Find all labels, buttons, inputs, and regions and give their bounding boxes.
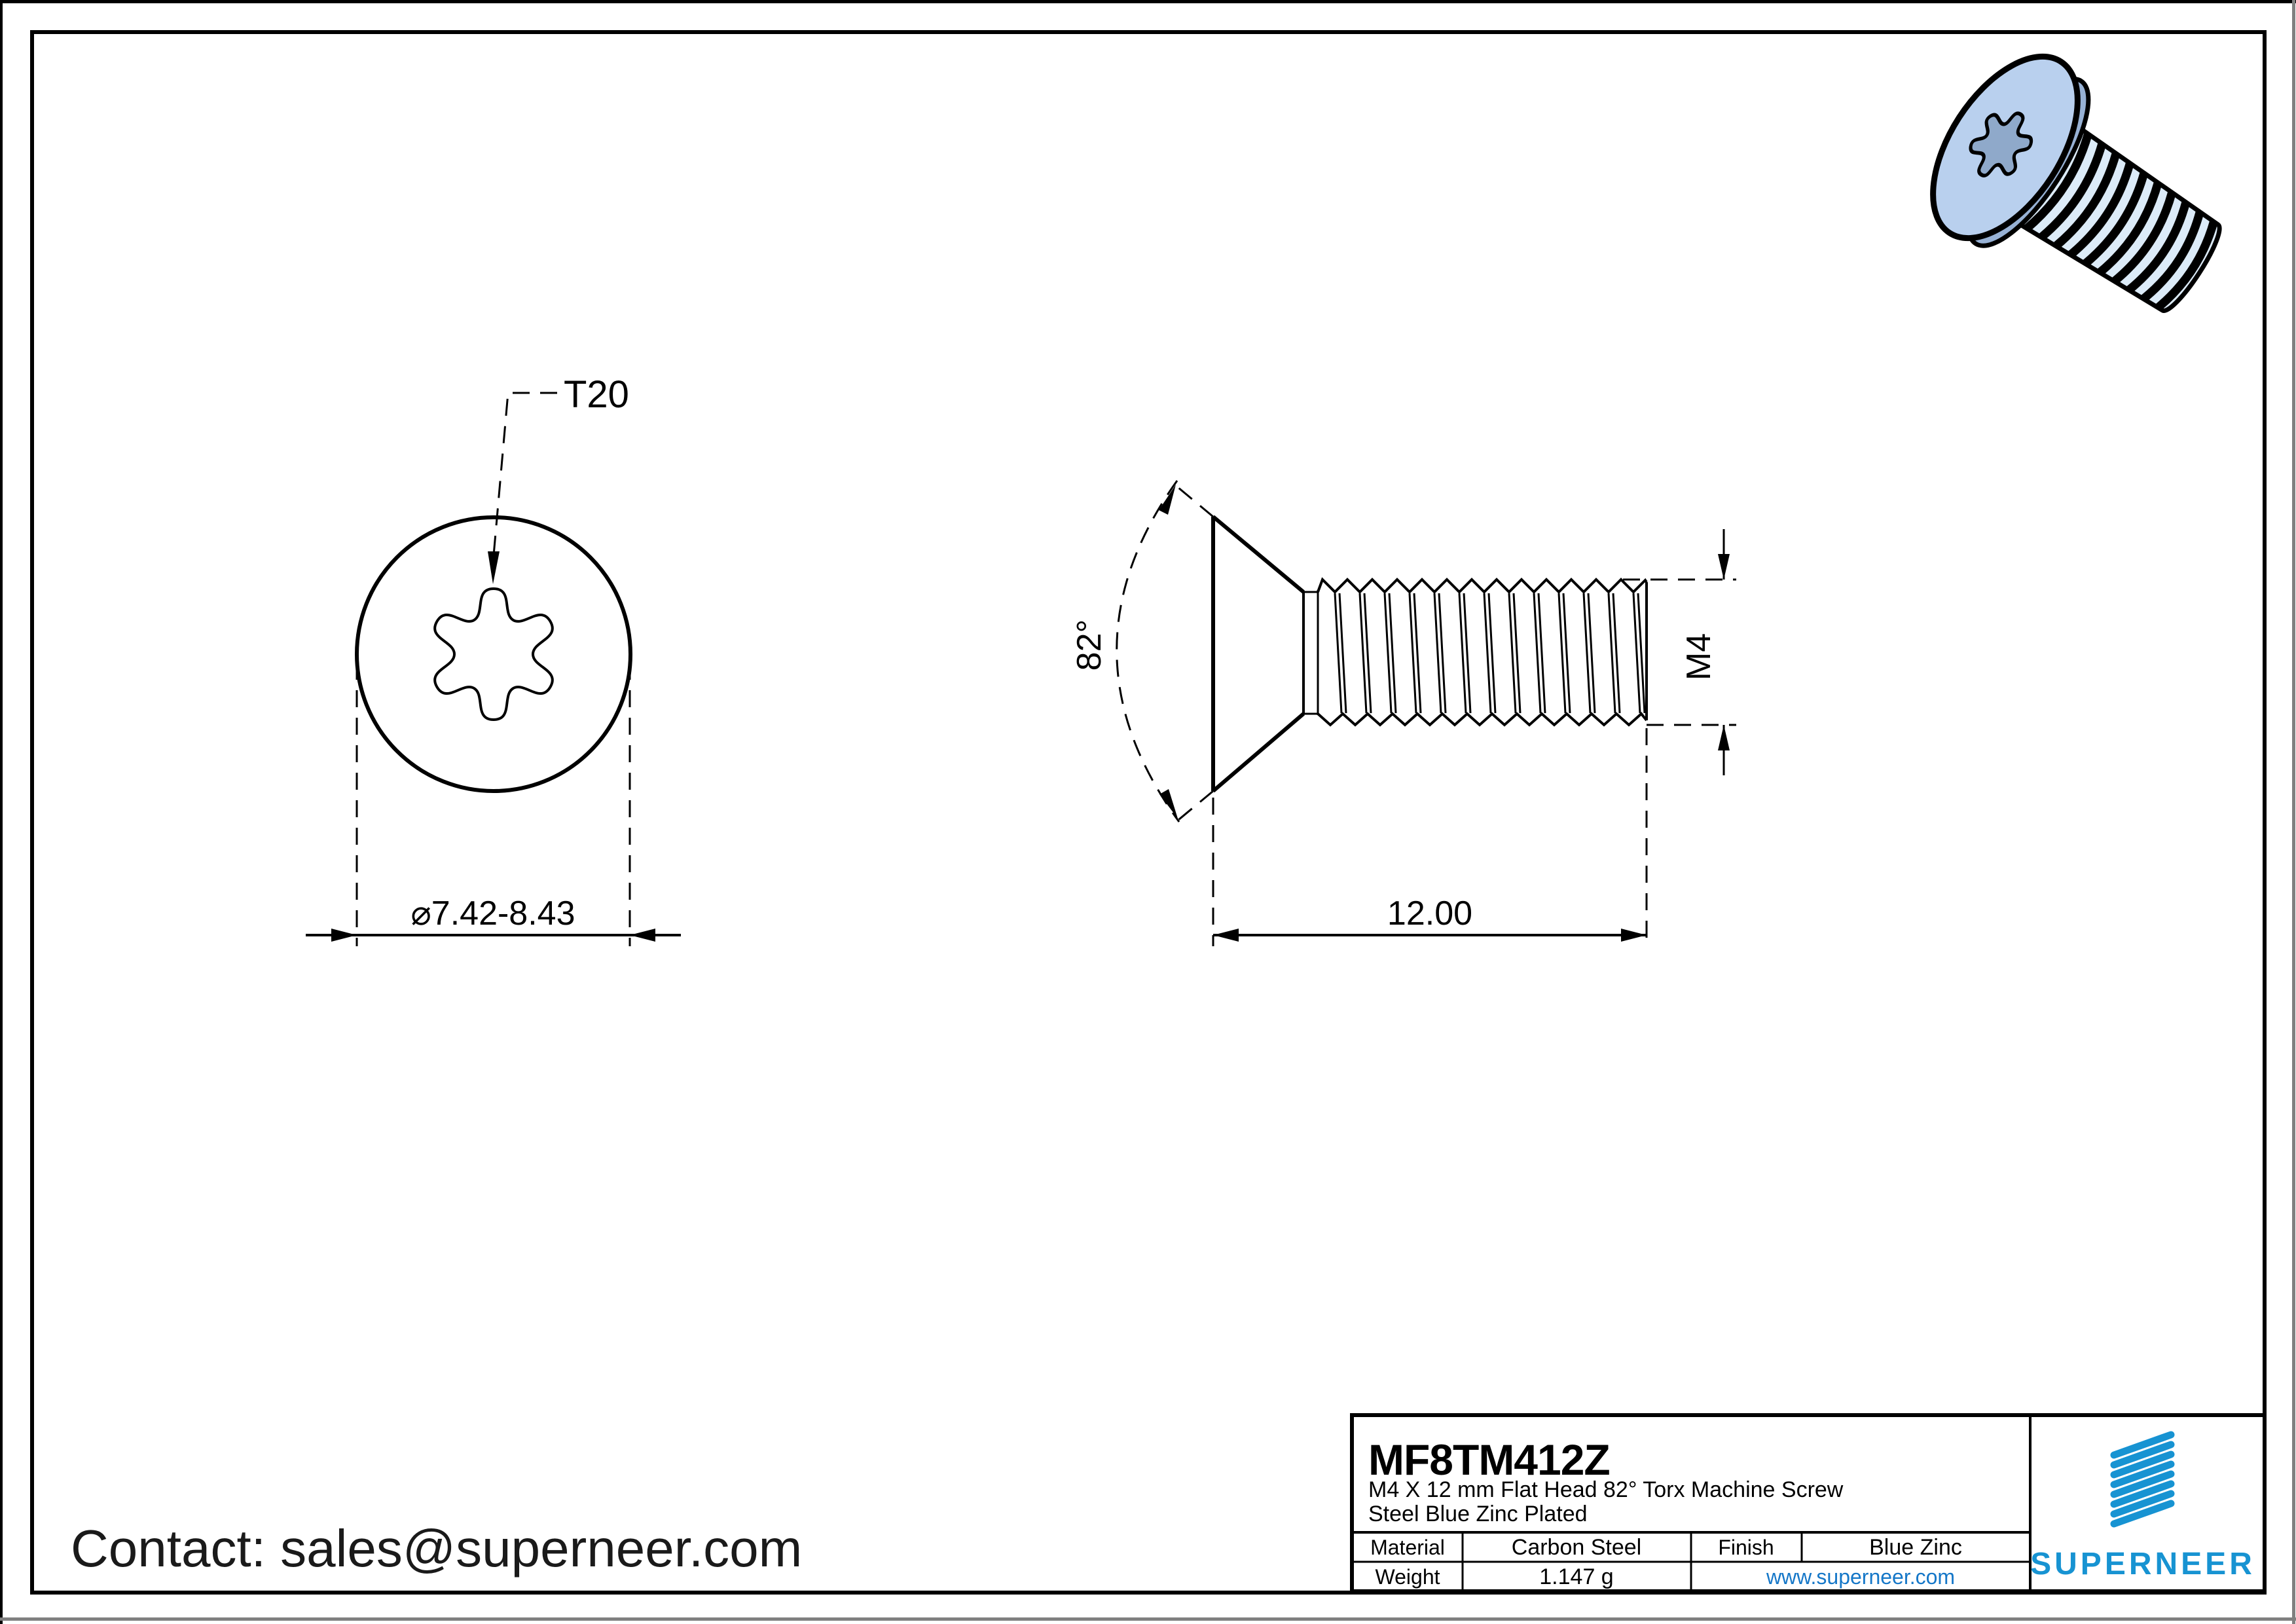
angle-arrow-top-icon xyxy=(1159,485,1176,515)
screw-3d-render xyxy=(1930,53,2222,313)
drive-leader-arrow-icon xyxy=(488,551,500,584)
drive-size-label: T20 xyxy=(564,373,629,416)
angle-ext-top xyxy=(1173,483,1214,518)
thread-profile-bottom xyxy=(1317,712,1648,727)
drawing-border xyxy=(30,30,2267,1595)
diameter-arrow-right-icon xyxy=(630,929,655,942)
angle-ext-bottom xyxy=(1174,790,1214,824)
description-line-2: Steel Blue Zinc Plated xyxy=(1368,1502,1588,1526)
contact-line: Contact: sales@superneer.com xyxy=(71,1519,802,1578)
diameter-arrow-left-icon xyxy=(331,929,357,942)
weight-value: 1.147 g xyxy=(1539,1564,1613,1589)
window-edge-bottom xyxy=(0,1617,2296,1621)
angle-arrow-bottom-icon xyxy=(1159,789,1178,819)
thread-dia-arrow-bottom-icon xyxy=(1718,725,1730,750)
thread-size-label: M4 xyxy=(1680,633,1718,680)
length-dimension-label: 12.00 xyxy=(1387,895,1472,932)
title-block: MF8TM412Z M4 X 12 mm Flat Head 82° Torx … xyxy=(1350,1413,2267,1593)
angle-arc xyxy=(1116,480,1180,822)
diameter-dimension-label: ⌀7.42-8.43 xyxy=(410,895,575,932)
finish-label: Finish xyxy=(1718,1536,1774,1559)
material-value: Carbon Steel xyxy=(1512,1535,1641,1560)
front-view: T20 ⌀7.42-8.43 xyxy=(306,373,681,946)
neck-edges xyxy=(1303,591,1318,715)
website-link[interactable]: www.superneer.com xyxy=(1766,1565,1955,1589)
part-number: MF8TM412Z xyxy=(1368,1435,1610,1484)
finish-value: Blue Zinc xyxy=(1869,1535,1962,1560)
title-block-border xyxy=(1350,1413,2267,1593)
thread-profile-top xyxy=(1317,577,1648,594)
weight-label: Weight xyxy=(1375,1565,1440,1589)
thread-dia-arrow-top-icon xyxy=(1718,554,1730,580)
window-edge-top xyxy=(0,0,2296,3)
description-line-1: M4 X 12 mm Flat Head 82° Torx Machine Sc… xyxy=(1368,1477,1844,1502)
thread-flank-lines xyxy=(1334,593,1646,714)
brand-name: SUPERNEER xyxy=(2030,1547,2255,1581)
side-view: 82° M4 12.00 xyxy=(1070,480,1736,946)
length-arrow-left-icon xyxy=(1213,929,1239,942)
torx-recess-outline xyxy=(433,587,554,722)
screw-torx-recess xyxy=(1969,111,2033,177)
drive-leader-line xyxy=(492,392,557,556)
material-label: Material xyxy=(1370,1536,1445,1559)
screw-thread-bands xyxy=(2009,122,2218,311)
brand-logo-icon xyxy=(2110,1431,2175,1528)
table-column-dividers xyxy=(1461,1532,1803,1591)
length-arrow-right-icon xyxy=(1621,929,1647,942)
head-taper-top xyxy=(1212,515,1305,594)
angle-dimension-label: 82° xyxy=(1070,619,1108,671)
head-outline-circle xyxy=(355,515,632,793)
head-taper-bottom xyxy=(1212,712,1305,793)
window-edge-right xyxy=(2292,0,2295,1624)
window-edge-left xyxy=(0,0,3,1624)
